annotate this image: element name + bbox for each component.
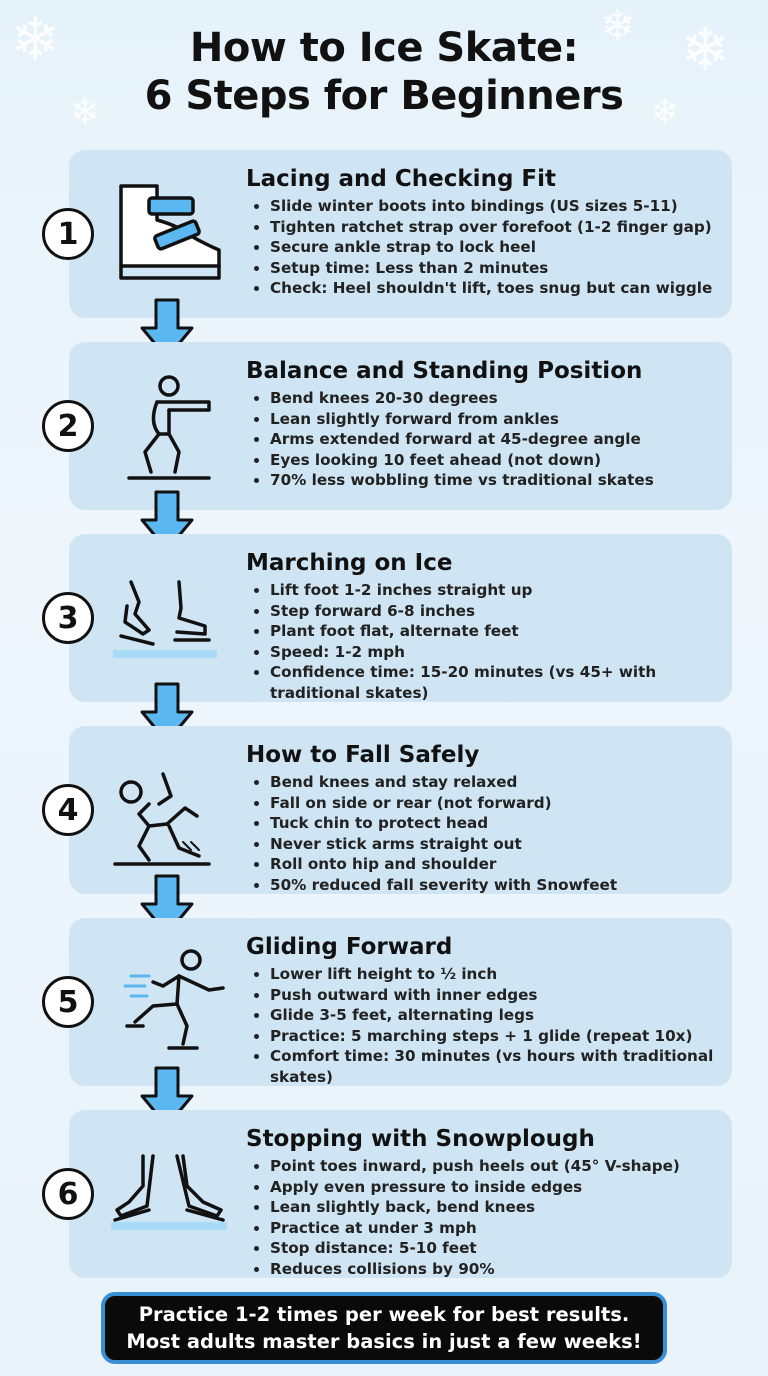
step-points: Slide winter boots into bindings (US siz…	[252, 196, 740, 299]
step-point: Never stick arms straight out	[270, 834, 740, 855]
step-card-1: 1 Lacing and Checking Fit Slide winter b…	[42, 150, 732, 318]
step-point: 50% reduced fall severity with Snowfeet	[270, 875, 740, 896]
step-point: Confidence time: 15-20 minutes (vs 45+ w…	[270, 662, 740, 703]
step-points: Bend knees 20-30 degrees Lean slightly f…	[252, 388, 740, 491]
step-number-badge: 6	[42, 1168, 94, 1220]
step-number-badge: 4	[42, 784, 94, 836]
step-point: Arms extended forward at 45-degree angle	[270, 429, 740, 450]
step-point: Tighten ratchet strap over forefoot (1-2…	[270, 217, 740, 238]
step-number-badge: 3	[42, 592, 94, 644]
step-point: Plant foot flat, alternate feet	[270, 621, 740, 642]
step-point: Slide winter boots into bindings (US siz…	[270, 196, 740, 217]
step-point: Fall on side or rear (not forward)	[270, 793, 740, 814]
step-point: Stop distance: 5-10 feet	[270, 1238, 740, 1259]
step-card-3: 3 Marching on Ice Lift foot 1-2 inches s…	[42, 534, 732, 702]
step-card-2: 2 Balance and Standing Position Bend kne…	[42, 342, 732, 510]
step-point: Comfort time: 30 minutes (vs hours with …	[270, 1046, 740, 1087]
step-card-6: 6 Stopping with Snowplough Point toes in…	[42, 1110, 732, 1278]
page-title: How to Ice Skate: 6 Steps for Beginners	[0, 24, 768, 120]
title-line-1: How to Ice Skate:	[189, 25, 579, 71]
step-point: Lift foot 1-2 inches straight up	[270, 580, 740, 601]
step-point: Reduces collisions by 90%	[270, 1259, 740, 1280]
step-title: Gliding Forward	[246, 934, 453, 960]
step-title: Marching on Ice	[246, 550, 453, 576]
footer-line-1: Practice 1-2 times per week for best res…	[138, 1303, 630, 1326]
step-number-badge: 2	[42, 400, 94, 452]
step-point: Lean slightly forward from ankles	[270, 409, 740, 430]
step-point: Push outward with inner edges	[270, 985, 740, 1006]
step-title: Lacing and Checking Fit	[246, 166, 557, 192]
snowplough-stop-icon	[111, 1154, 227, 1230]
step-title: Stopping with Snowplough	[246, 1126, 595, 1152]
step-card-5: 5 Gliding Forward Lower lift height to ½…	[42, 918, 732, 1086]
step-point: Secure ankle strap to lock heel	[270, 237, 740, 258]
step-point: Point toes inward, push heels out (45° V…	[270, 1156, 740, 1177]
footer-banner: Practice 1-2 times per week for best res…	[101, 1292, 667, 1364]
step-point: Roll onto hip and shoulder	[270, 854, 740, 875]
step-point: Lower lift height to ½ inch	[270, 964, 740, 985]
step-points: Point toes inward, push heels out (45° V…	[252, 1156, 740, 1279]
step-point: Check: Heel shouldn't lift, toes snug bu…	[270, 278, 740, 299]
step-point: Lean slightly back, bend knees	[270, 1197, 740, 1218]
step-point: Practice at under 3 mph	[270, 1218, 740, 1239]
step-points: Bend knees and stay relaxed Fall on side…	[252, 772, 740, 895]
skate-boot-icon	[119, 184, 221, 280]
step-points: Lift foot 1-2 inches straight up Step fo…	[252, 580, 740, 703]
footer-line-2: Most adults master basics in just a few …	[126, 1330, 642, 1353]
step-number-badge: 1	[42, 208, 94, 260]
snowflake-icon: ❄	[600, 1, 636, 50]
step-title: Balance and Standing Position	[246, 358, 643, 384]
gliding-skater-icon	[123, 949, 225, 1050]
step-point: Tuck chin to protect head	[270, 813, 740, 834]
falling-person-icon	[113, 772, 211, 866]
marching-skates-icon	[113, 580, 217, 658]
step-point: Practice: 5 marching steps + 1 glide (re…	[270, 1026, 740, 1047]
step-point: Eyes looking 10 feet ahead (not down)	[270, 450, 740, 471]
snowflake-icon: ❄	[650, 92, 679, 132]
step-point: Glide 3-5 feet, alternating legs	[270, 1005, 740, 1026]
step-point: Bend knees and stay relaxed	[270, 772, 740, 793]
step-point: Step forward 6-8 inches	[270, 601, 740, 622]
step-point: Setup time: Less than 2 minutes	[270, 258, 740, 279]
title-line-2: 6 Steps for Beginners	[144, 73, 624, 119]
snowflake-icon: ❄	[70, 92, 101, 133]
step-point: Bend knees 20-30 degrees	[270, 388, 740, 409]
balance-stance-icon	[127, 375, 211, 480]
step-point: 70% less wobbling time vs traditional sk…	[270, 470, 740, 491]
step-card-4: 4 How to Fall Safely Bend knees and stay…	[42, 726, 732, 894]
step-title: How to Fall Safely	[246, 742, 480, 768]
snowflake-icon: ❄	[10, 5, 61, 75]
step-point: Apply even pressure to inside edges	[270, 1177, 740, 1198]
snowflake-icon: ❄	[680, 15, 731, 85]
step-number-badge: 5	[42, 976, 94, 1028]
step-points: Lower lift height to ½ inch Push outward…	[252, 964, 740, 1087]
step-point: Speed: 1-2 mph	[270, 642, 740, 663]
